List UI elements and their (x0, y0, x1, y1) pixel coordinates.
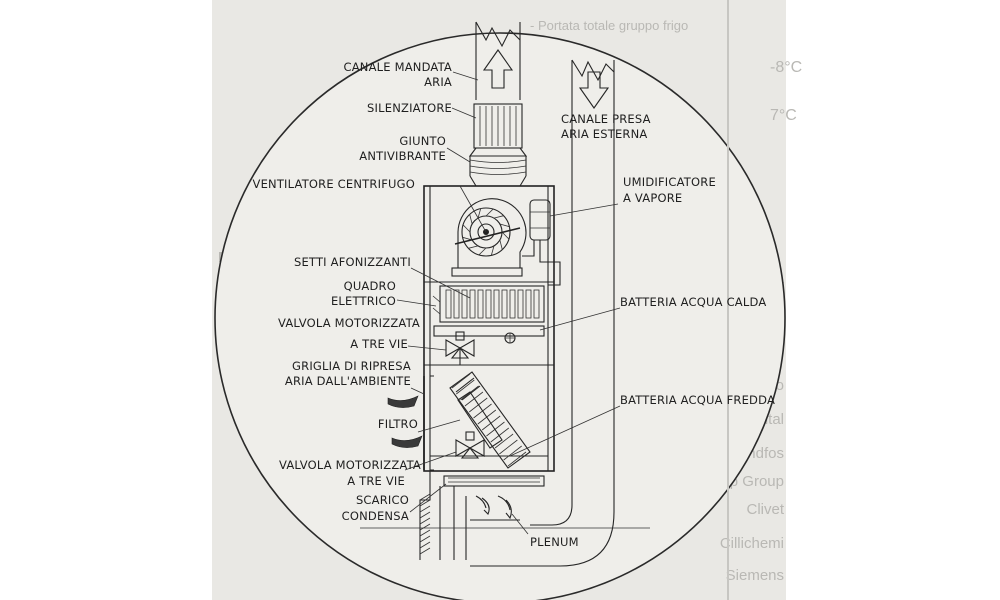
return-air-grille (423, 375, 434, 471)
leader-valvola2 (404, 451, 457, 471)
leader-ventilatore (459, 185, 487, 233)
leader-batteria-fredda (509, 405, 621, 457)
leader-griglia (410, 387, 425, 395)
condensate-drain (439, 475, 545, 560)
label-ventilatore: VENTILATORE CENTRIFUGO (253, 177, 416, 191)
label-quadro-1: QUADRO (344, 279, 396, 293)
leader-silenziatore (451, 107, 477, 119)
bg-right-line: Siemens (726, 567, 784, 584)
leader-setti (410, 267, 471, 299)
label-griglia-2: ARIA DALL'AMBIENTE (285, 374, 411, 388)
label-valvola1-2: A TRE VIE (350, 337, 408, 351)
leader-canale-mandata (452, 71, 479, 81)
three-way-valve-lower (455, 431, 485, 459)
label-scarico-1: SCARICO (356, 493, 409, 507)
leader-lines (396, 71, 621, 535)
label-scarico-2: CONDENSA (342, 509, 409, 523)
label-umidificatore-2: A VAPORE (623, 191, 682, 205)
return-air-arrows (387, 395, 423, 448)
label-silenziatore: SILENZIATORE (367, 101, 452, 115)
leader-batteria-calda (539, 307, 621, 331)
component-labels: CANALE MANDATA ARIA SILENZIATORE GIUNTO … (253, 60, 775, 549)
leader-giunto (446, 147, 471, 163)
bg-left-line: - Portata totale gruppo frigo (530, 18, 688, 33)
bg-value: 7°C (770, 107, 797, 124)
label-umidificatore-1: UMIDIFICATORE (623, 175, 716, 189)
label-valvola1-1: VALVOLA MOTORIZZATA (278, 316, 420, 330)
label-canale-presa-2: ARIA ESTERNA (561, 127, 648, 141)
label-quadro-2: ELETTRICO (331, 294, 396, 308)
electric-panel (432, 295, 441, 315)
label-batteria-calda: BATTERIA ACQUA CALDA (620, 295, 766, 309)
supply-up-arrow (482, 49, 514, 89)
label-griglia-1: GRIGLIA DI RIPRESA (292, 359, 411, 373)
centrifugal-fan (451, 198, 527, 277)
label-batteria-fredda: BATTERIA ACQUA FREDDA (620, 393, 775, 407)
unit-cabinet (423, 185, 555, 472)
supply-duct (475, 21, 521, 100)
detail-circle (214, 32, 786, 600)
three-way-valve-upper (445, 331, 475, 365)
leader-umidificatore (549, 203, 619, 217)
label-giunto-2: ANTIVIBRANTE (359, 149, 446, 163)
label-valvola2-2: A TRE VIE (347, 474, 405, 488)
bg-right-line: Cillichemi (720, 535, 784, 552)
label-canale-mandata-1: CANALE MANDATA (343, 60, 452, 74)
leader-filtro (417, 419, 461, 433)
label-giunto-1: GIUNTO (399, 134, 446, 148)
bg-value: -8°C (770, 59, 802, 76)
leader-quadro (396, 299, 437, 307)
label-setti: SETTI AFONIZZANTI (294, 255, 411, 269)
label-filtro: FILTRO (378, 417, 418, 431)
leader-plenum (511, 513, 529, 535)
label-canale-mandata-2: ARIA (424, 75, 452, 89)
intake-down-arrow (578, 71, 610, 109)
outdoor-air-intake-duct (470, 59, 615, 567)
sound-baffles (439, 285, 545, 323)
label-valvola2-1: VALVOLA MOTORIZZATA (279, 458, 421, 472)
bg-right-line: Ip Group (726, 473, 784, 490)
steam-humidifier (522, 199, 561, 286)
label-plenum: PLENUM (530, 535, 579, 549)
filter-element (457, 391, 503, 449)
leader-valvola1 (407, 345, 447, 351)
label-canale-presa-1: CANALE PRESA (561, 112, 651, 126)
bg-right-line: Clivet (746, 501, 784, 518)
hot-water-coil (433, 325, 545, 344)
leader-scarico (409, 483, 447, 513)
silencer (473, 103, 523, 149)
